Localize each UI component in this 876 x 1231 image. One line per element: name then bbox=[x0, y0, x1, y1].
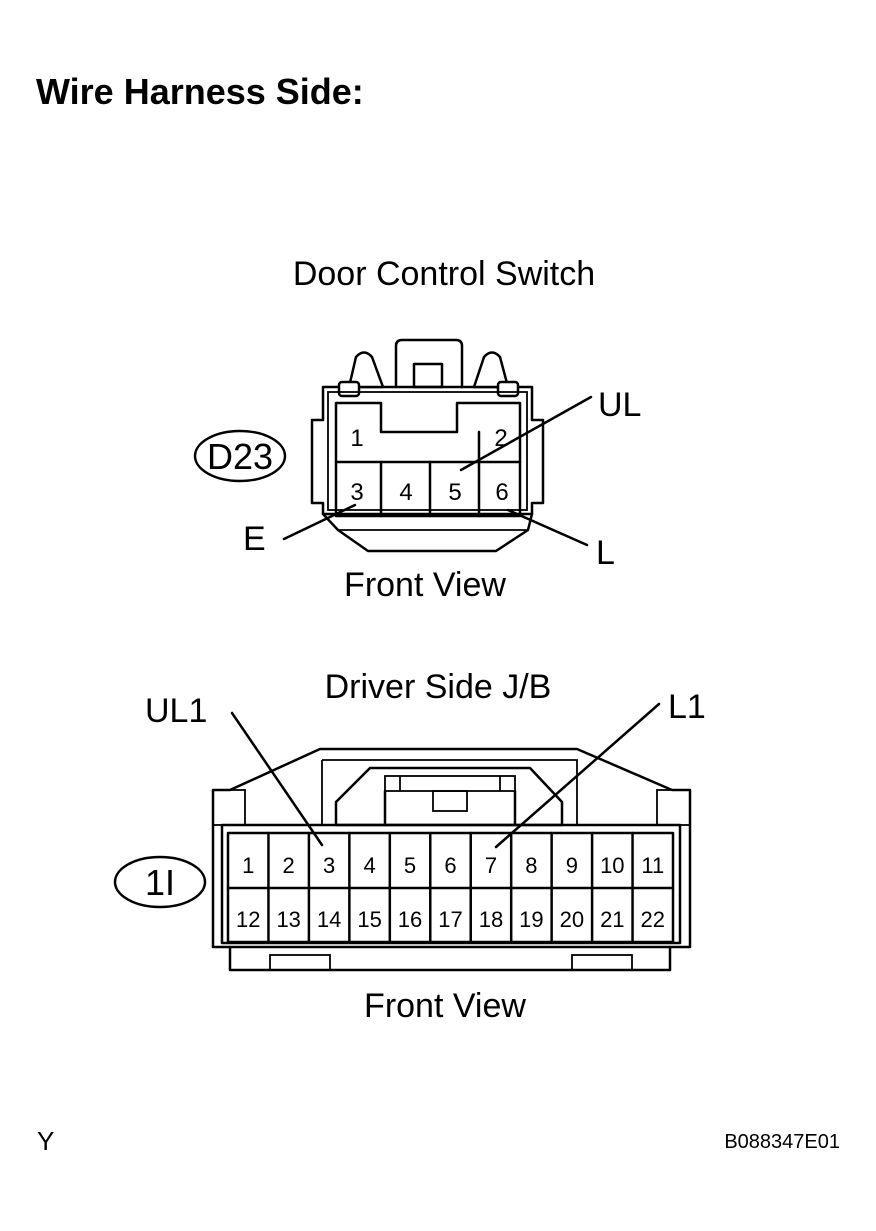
connector-b-title: Driver Side J/B bbox=[325, 668, 552, 706]
connector-b-pin-20: 20 bbox=[560, 907, 584, 932]
connector-b-pin-14: 14 bbox=[317, 907, 341, 932]
connector-a-view-label: Front View bbox=[344, 566, 506, 604]
connector-b-pin-11: 11 bbox=[641, 853, 664, 878]
callout-line-ul1 bbox=[230, 711, 324, 847]
callout-label-l1: L1 bbox=[668, 688, 706, 726]
connector-b-pin-17: 17 bbox=[438, 907, 462, 932]
connector-b-pin-12: 12 bbox=[236, 907, 260, 932]
connector-a-pin-1: 1 bbox=[350, 425, 363, 452]
connector-a-pin-6: 6 bbox=[495, 479, 508, 506]
connector-b-body bbox=[211, 747, 692, 972]
callout-line-l1 bbox=[494, 702, 661, 849]
connector-b-pin-4: 4 bbox=[363, 853, 375, 878]
callout-label-ul1: UL1 bbox=[145, 692, 207, 730]
connector-b-pin-22: 22 bbox=[641, 907, 665, 932]
footer-left-code: Y bbox=[37, 1126, 54, 1156]
connector-b-pin-15: 15 bbox=[357, 907, 381, 932]
callout-label-l: L bbox=[596, 534, 615, 572]
footer-figure-id: B088347E01 bbox=[724, 1131, 840, 1153]
callout-line-l bbox=[506, 508, 589, 547]
connector-b-pin-16: 16 bbox=[398, 907, 422, 932]
connector-a-pin-4: 4 bbox=[399, 479, 412, 506]
connector-b-pin-10: 10 bbox=[600, 853, 624, 878]
connector-b-pin-21: 21 bbox=[600, 907, 624, 932]
connector-a-code-badge bbox=[193, 429, 287, 483]
connector-b-pin-18: 18 bbox=[479, 907, 503, 932]
connector-b-view-label: Front View bbox=[364, 987, 526, 1025]
callout-line-e bbox=[282, 503, 357, 541]
connector-b-pin-7: 7 bbox=[485, 853, 497, 878]
connector-b-code-badge bbox=[113, 855, 207, 909]
connector-b-pin-9: 9 bbox=[566, 853, 578, 878]
connector-a-body bbox=[310, 338, 545, 553]
callout-line-ul bbox=[459, 395, 593, 472]
callout-label-ul: UL bbox=[598, 386, 641, 424]
connector-b-pin-5: 5 bbox=[404, 853, 416, 878]
connector-b-pin-8: 8 bbox=[525, 853, 537, 878]
connector-b-pin-6: 6 bbox=[444, 853, 456, 878]
heading: Wire Harness Side: bbox=[36, 71, 364, 112]
connector-b-pin-13: 13 bbox=[276, 907, 300, 932]
connector-b-code: 1I bbox=[145, 862, 175, 903]
connector-a-pin-5: 5 bbox=[448, 479, 461, 506]
connector-a-code: D23 bbox=[207, 436, 273, 477]
connector-a-title: Door Control Switch bbox=[293, 255, 595, 293]
connector-b-pin-2: 2 bbox=[283, 853, 295, 878]
connector-a-pin-3: 3 bbox=[350, 479, 363, 506]
connector-b-pin-1: 1 bbox=[242, 853, 254, 878]
callout-label-e: E bbox=[243, 520, 266, 558]
connector-b-pin-3: 3 bbox=[323, 853, 335, 878]
connector-b-pin-19: 19 bbox=[519, 907, 543, 932]
